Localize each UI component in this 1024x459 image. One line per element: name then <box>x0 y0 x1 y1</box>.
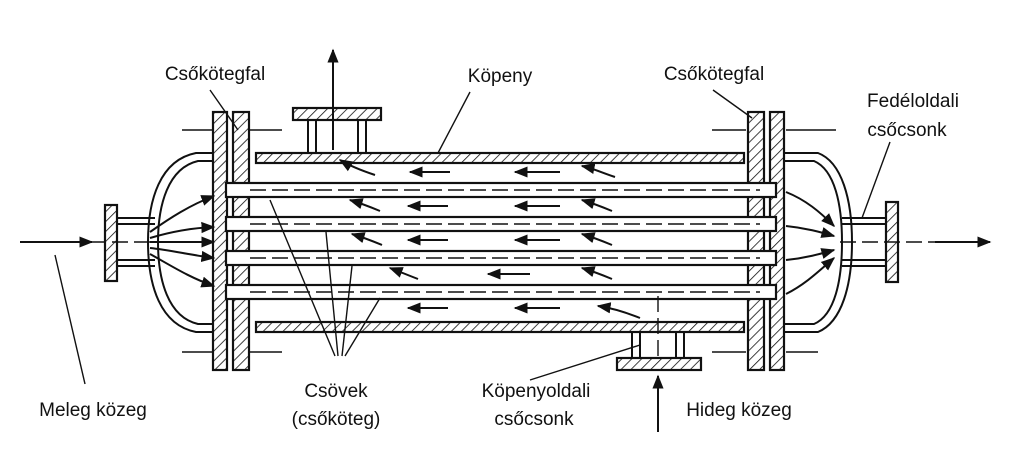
tube-bundle <box>224 181 778 301</box>
shell-flow-arrows <box>338 159 641 319</box>
shell-label: Köpeny <box>468 66 533 87</box>
tube-sheet-right-label: Csőkötegfal <box>664 64 764 85</box>
tube-sheet-left <box>182 110 282 372</box>
cover-inlet-nozzle <box>20 203 155 283</box>
cover-nozzle-label-line1: Fedéloldali <box>867 91 959 112</box>
tubes-label-line2: (csőköteg) <box>292 409 381 430</box>
shell-wall-bottom <box>254 320 746 334</box>
shell-nozzle-label-line1: Köpenyoldali <box>482 381 591 402</box>
leader-lines <box>54 89 891 385</box>
cold-medium-label: Hideg közeg <box>686 400 792 421</box>
shell-body <box>146 151 854 334</box>
tubes-label-line1: Csövek <box>304 381 368 402</box>
hot-medium-label: Meleg közeg <box>39 400 147 421</box>
tube-sheet-left-label: Csőkötegfal <box>165 64 265 85</box>
inlet-flow-arrows <box>149 195 216 288</box>
outlet-flow-arrows <box>785 191 836 295</box>
cover-nozzle-label-line2: csőcsonk <box>867 120 947 141</box>
cover-outlet-nozzle <box>840 200 992 284</box>
shell-wall-top <box>254 151 746 165</box>
shell-inlet-nozzle <box>615 296 703 432</box>
shell-nozzle-label-line2: csőcsonk <box>494 409 574 430</box>
tube-sheet-right <box>712 110 836 372</box>
shell-outlet-nozzle <box>291 48 383 153</box>
